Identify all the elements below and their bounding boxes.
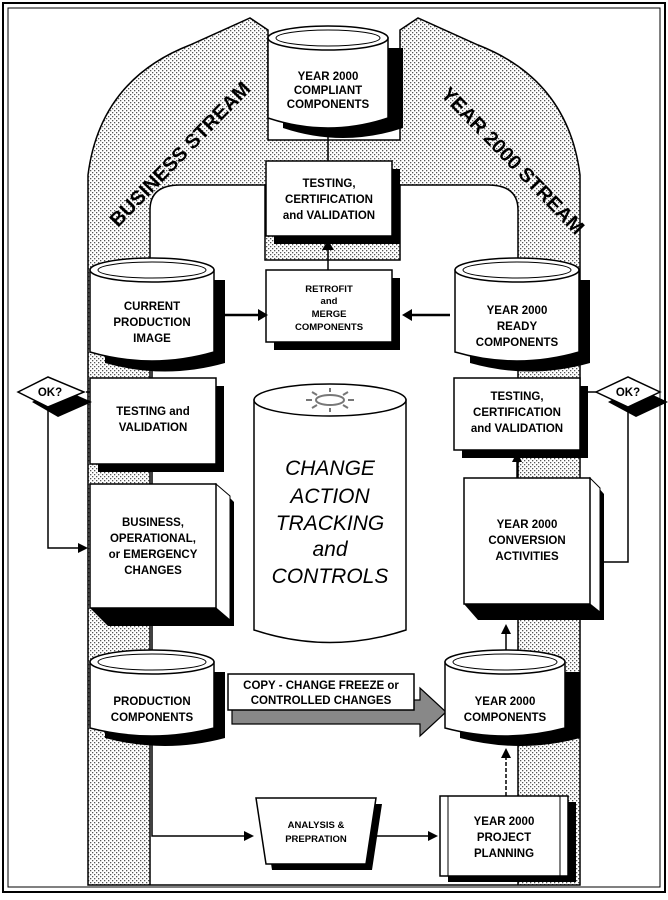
testing-certification-top-box: TESTING, CERTIFICATION and VALIDATION [265,160,400,244]
conversion-line1: YEAR 2000 [497,519,558,531]
y2k-ready-line2: READY [497,321,538,333]
current-production-line3: IMAGE [133,333,171,345]
business-changes-box: BUSINESS, OPERATIONAL, or EMERGENCY CHAN… [89,482,234,626]
compliant-line1: YEAR 2000 [298,71,359,83]
y2k-ready-line1: YEAR 2000 [487,305,548,317]
compliant-line3: COMPONENTS [287,99,370,111]
current-production-line2: PRODUCTION [113,317,190,329]
compliant-line2: COMPLIANT [294,85,362,97]
copy-line2: CONTROLLED CHANGES [251,695,392,707]
change-action-line1: CHANGE [285,457,376,480]
change-action-line2: ACTION [288,485,370,508]
retrofit-line2: and [321,296,338,307]
retrofit-merge-box: RETROFIT and MERGE COMPONENTS [265,269,400,350]
sunburst-icon [306,388,354,412]
planning-line3: PLANNING [474,848,534,860]
change-action-cylinder: CHANGE ACTION TRACKING and CONTROLS [253,383,407,644]
arrow-ok-to-conversion [596,408,629,563]
arrow-ok-to-changes [47,410,80,549]
testing-right-line1: TESTING, [490,391,543,403]
current-production-cylinder: CURRENT PRODUCTION IMAGE [89,257,225,372]
arrowhead-ready-to-retrofit [402,309,412,321]
y2k-components-line1: YEAR 2000 [475,696,536,708]
arrowhead-retrofit-to-testing [322,240,334,250]
y2k-components-line2: COMPONENTS [464,712,547,724]
arrowhead-conversion-to-testing [512,452,522,462]
business-changes-line1: BUSINESS, [122,517,184,529]
testing-right-line2: CERTIFICATION [473,407,561,419]
conversion-activities-box: YEAR 2000 CONVERSION ACTIVITIES [463,476,604,620]
testing-left-line1: TESTING and [116,406,189,418]
current-production-line1: CURRENT [124,301,180,313]
conversion-line3: ACTIVITIES [495,551,559,563]
ok-decision-right: OK? [594,376,668,417]
retrofit-line4: COMPONENTS [295,322,363,333]
production-line1: PRODUCTION [113,696,190,708]
y2k-ready-cylinder: YEAR 2000 READY COMPONENTS [454,257,590,372]
arrowhead-production-to-analysis [244,831,254,841]
ok-right-label: OK? [616,387,640,399]
change-action-line3: TRACKING [276,512,385,535]
analysis-line2: PREPRATION [285,834,347,845]
ok-decision-left: OK? [16,376,92,417]
y2k-ready-line3: COMPONENTS [476,337,559,349]
change-action-line4: and [312,538,348,561]
testing-left-line2: VALIDATION [119,422,188,434]
business-changes-line3: or EMERGENCY [109,549,198,561]
ok-left-label: OK? [38,387,62,399]
arrowhead-planning-to-y2k-components [501,748,511,758]
arrowhead-analysis-to-planning [428,831,438,841]
production-line2: COMPONENTS [111,712,194,724]
change-action-line5: CONTROLS [272,565,389,588]
compliant-components-cylinder: YEAR 2000 COMPLIANT COMPONENTS [267,25,403,138]
arrowhead-current-to-retrofit [258,309,268,321]
testing-right-line3: and VALIDATION [471,423,563,435]
planning-line2: PROJECT [477,832,531,844]
planning-line1: YEAR 2000 [474,816,535,828]
analysis-preparation-trapezoid: ANALYSIS & PREPRATION [255,797,382,870]
conversion-line2: CONVERSION [488,535,565,547]
business-changes-line2: OPERATIONAL, [110,533,196,545]
y2k-components-cylinder: YEAR 2000 COMPONENTS [444,649,580,746]
production-components-cylinder: PRODUCTION COMPONENTS [89,649,225,746]
retrofit-line3: MERGE [312,309,347,320]
retrofit-line1: RETROFIT [305,284,353,295]
analysis-line1: ANALYSIS & [288,820,345,831]
project-planning-box: YEAR 2000 PROJECT PLANNING [439,795,576,882]
business-changes-line4: CHANGES [124,565,182,577]
page-inner-border [7,7,661,888]
testing-top-line3: and VALIDATION [283,210,375,222]
testing-top-line1: TESTING, [302,178,355,190]
arrow-production-to-analysis [151,744,248,837]
arrowhead-ok-to-changes [78,543,88,553]
copy-change-freeze-arrow: COPY - CHANGE FREEZE or CONTROLLED CHANG… [227,673,447,738]
testing-certification-right-box: TESTING, CERTIFICATION and VALIDATION [453,377,588,458]
copy-line1: COPY - CHANGE FREEZE or [243,680,399,692]
testing-top-line2: CERTIFICATION [285,194,373,206]
testing-validation-left-box: TESTING and VALIDATION [89,377,224,472]
arrowhead-y2k-components-to-conversion [501,624,511,634]
